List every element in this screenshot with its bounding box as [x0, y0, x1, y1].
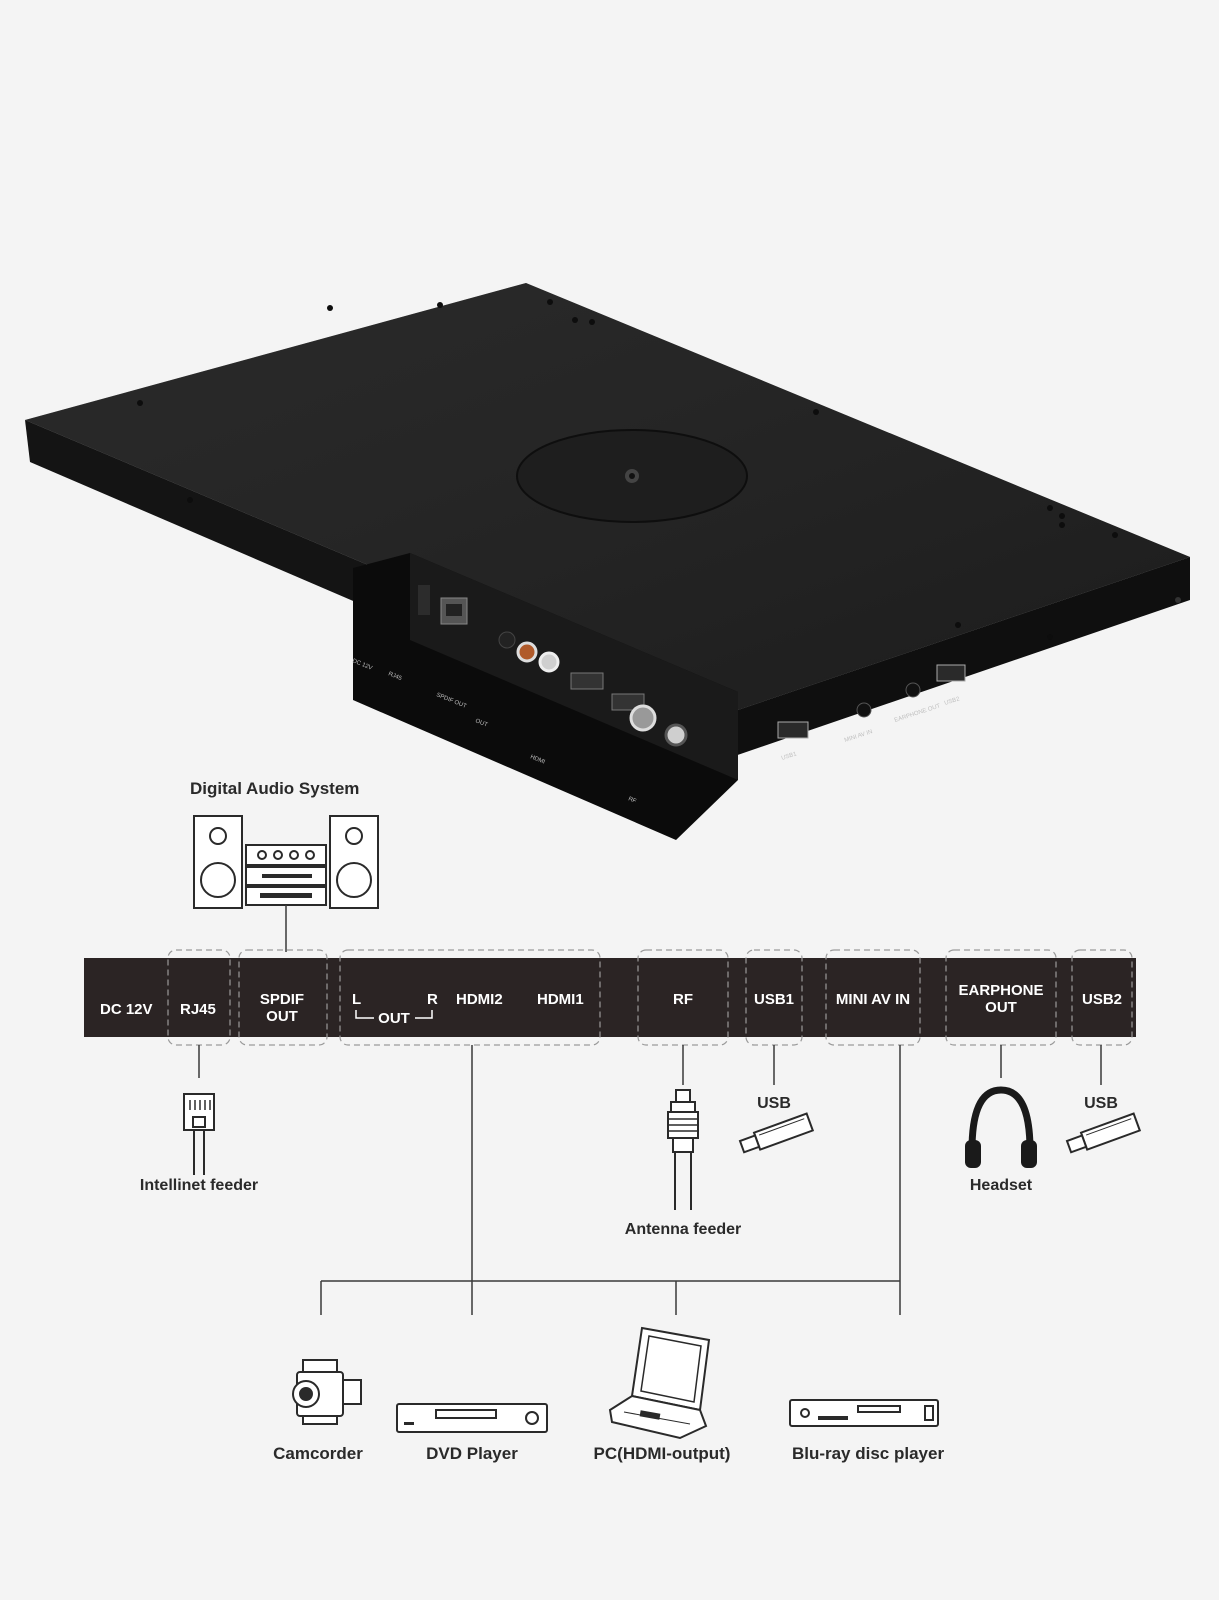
- antenna-plug-icon: [667, 1089, 699, 1210]
- headset-label: Headset: [970, 1177, 1033, 1194]
- port-earphone-line2: OUT: [985, 999, 1017, 1016]
- silk-rj45: RJ45: [387, 671, 403, 682]
- port-earphone-line1: EARPHONE: [958, 982, 1043, 999]
- silk-out: OUT: [474, 718, 488, 728]
- out-bracket: [355, 1010, 433, 1019]
- bluray-player-icon: [789, 1399, 939, 1427]
- port-mini-av-in: MINI AV IN: [836, 991, 910, 1008]
- port-spdif-line2: OUT: [266, 1008, 298, 1025]
- silk-earphone: EARPHONE OUT: [894, 703, 942, 724]
- antenna-feeder-label: Antenna feeder: [625, 1221, 741, 1238]
- audio-system-icon: [193, 815, 379, 909]
- silk-usb2: USB2: [944, 696, 961, 707]
- port-spdif-line1: SPDIF: [260, 991, 304, 1008]
- silk-hdmi: HDMI: [529, 754, 546, 765]
- port-hdmi1: HDMI1: [537, 991, 584, 1008]
- mini-av-highlight: [825, 949, 921, 1046]
- usb-label-2: USB: [1084, 1095, 1118, 1112]
- laptop-icon: [608, 1326, 711, 1440]
- port-rj45: RJ45: [180, 1001, 216, 1018]
- port-out-label: OUT: [378, 1010, 410, 1027]
- intellinet-feeder-label: Intellinet feeder: [140, 1177, 258, 1194]
- device-render: DC 12V RJ45 SPDIF OUT OUT HDMI RF USB1 M…: [25, 283, 1190, 840]
- port-out-r: R: [427, 991, 438, 1008]
- usb2-highlight: [1071, 949, 1133, 1046]
- port-out-l: L: [352, 991, 361, 1008]
- silk-usb1: USB1: [781, 751, 798, 762]
- pc-label: PC(HDMI-output): [594, 1444, 731, 1463]
- port-hdmi2: HDMI2: [456, 991, 503, 1008]
- camcorder-icon: [292, 1359, 362, 1425]
- usb-label-1: USB: [757, 1095, 791, 1112]
- usb-stick-icon-2: [1065, 1112, 1142, 1154]
- port-dc12v: DC 12V: [100, 1001, 153, 1018]
- dvd-player-label: DVD Player: [426, 1444, 518, 1463]
- port-rf: RF: [673, 991, 693, 1008]
- bluray-player-label: Blu-ray disc player: [792, 1444, 945, 1463]
- usb-stick-icon-1: [738, 1112, 815, 1154]
- hdmi-group-highlight: [339, 949, 601, 1046]
- ethernet-plug-icon: [183, 1093, 215, 1175]
- spdif-highlight: [238, 949, 328, 1046]
- camcorder-label: Camcorder: [273, 1444, 363, 1463]
- headset-icon: [965, 1086, 1037, 1168]
- silk-rf: RF: [627, 796, 637, 805]
- silk-mini-av: MINI AV IN: [844, 729, 874, 744]
- port-usb1: USB1: [754, 991, 794, 1008]
- port-usb2: USB2: [1082, 991, 1122, 1008]
- port-bar: [84, 958, 1136, 1037]
- dvd-player-icon: [396, 1403, 548, 1433]
- audio-system-title: Digital Audio System: [190, 779, 359, 798]
